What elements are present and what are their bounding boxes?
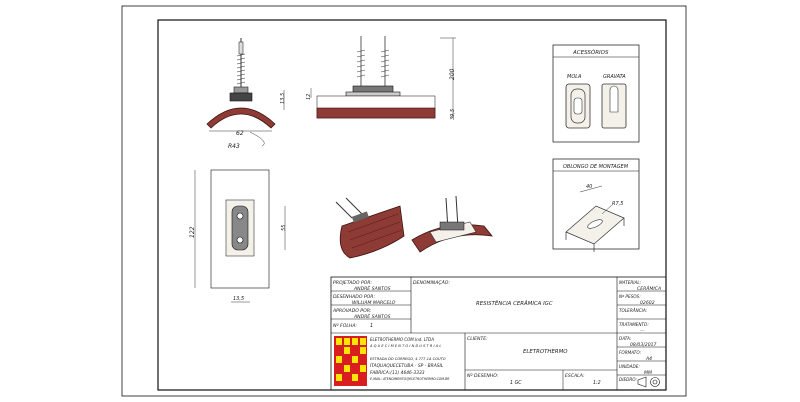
unidade-label: UNIDADE: (619, 364, 640, 369)
desenhado-label: DESENHADO POR: (333, 294, 375, 300)
oblong-panel: OBLONGO DE MONTAGEM 40 R7,5 (552, 158, 640, 252)
accessories-panel: ACESSÓRIOS MOLA GRAVATA (552, 44, 640, 143)
dim-55: 55 (281, 225, 287, 231)
dim-200: 200 (449, 68, 456, 80)
data-value: 08/03/2017 (630, 342, 657, 348)
data-label: DATA: (619, 336, 632, 341)
material-label: MATERIAL: (619, 280, 642, 285)
dim-39-5: 39,5 (450, 109, 456, 120)
escala-label: ESCALA: (565, 373, 585, 379)
dim-40: 40 (586, 184, 592, 190)
isometric-view-back (335, 197, 405, 259)
denominacao-value: RESISTÊNCIA CERÂMICA IGC (476, 299, 553, 307)
accessories-title: ACESSÓRIOS (572, 49, 609, 56)
company-name: ELETROTHERMO COM.Ind. LTDA (370, 337, 434, 342)
projetado-value: ANDRÉ SANTOS (353, 284, 391, 292)
tratamento-value: --- (640, 328, 645, 333)
formato-label: FORMATO: (619, 350, 642, 355)
dim-12: 12 (306, 94, 312, 100)
formato-value: A4 (645, 356, 652, 362)
folha-label: Nº FOLHA: (333, 323, 358, 329)
isometric-view-front (411, 195, 493, 253)
cliente-value: ELETROTHERMO (523, 349, 568, 355)
first-angle-projection-icon (637, 376, 660, 388)
company-email: E-MAIL: ATENDIMENTO@ELETROTHERMO.COM.BR (370, 377, 449, 381)
aprovado-value: ANDRÉ SANTOS (353, 312, 391, 320)
gravata-label: GRAVATA (603, 74, 626, 80)
mola-label: MOLA (567, 74, 582, 80)
front-view: 62 R43 13,5 (206, 38, 286, 150)
tolerancia-label: TOLERÂNCIA: (619, 308, 648, 313)
desenho-value: 1 GC (510, 380, 522, 386)
diedro-label: DIEDRO: (619, 377, 638, 382)
aprovado-label: APROVADO POR: (332, 308, 372, 314)
dim-13-5-top: 13,5 (280, 93, 286, 104)
projetado-label: PROJETADO POR: (333, 280, 373, 286)
tratamento-label: TRATAMENTO: (619, 322, 649, 327)
unidade-value: MM (644, 370, 652, 376)
escala-value: 1:2 (593, 380, 601, 386)
dim-r43: R43 (228, 143, 240, 150)
dim-62: 62 (236, 130, 244, 137)
desenho-label: Nº DESENHO: (467, 373, 499, 379)
pesos-value: 02602 (640, 300, 655, 306)
company-logo (334, 336, 367, 386)
cliente-label: CLIENTE: (467, 336, 488, 342)
title-block: PROJETADO POR: ANDRÉ SANTOS DESENHADO PO… (330, 276, 667, 391)
desenhado-value: WILLIAM MARCELO (352, 300, 396, 306)
pesos-label: Nº PESOS: (619, 294, 641, 299)
material-value: CERÂMICA (637, 285, 661, 292)
dim-r7-5: R7,5 (612, 201, 623, 207)
sheet-outer-border (121, 5, 687, 397)
denominacao-label: DENOMINAÇÃO: (413, 279, 450, 286)
company-address: ESTRADA DO CORREGO, 4.777-1A COUTO (370, 357, 446, 361)
company-city: ITAQUAQUECETUBA - SP - BRASIL (370, 363, 444, 369)
dim-13-5-bottom: 13,5 (233, 296, 244, 302)
company-tagline: A Q U E C I M E N T O I N D U S T R I A … (369, 344, 441, 348)
top-view: 122 55 13,5 (189, 169, 287, 303)
folha-value: 1 (370, 323, 373, 329)
company-phone: FABRICA:(11) 4646-3333 (370, 370, 425, 376)
oblong-title: OBLONGO DE MONTAGEM (563, 164, 629, 170)
side-view: 200 39,5 12 (306, 36, 456, 120)
dim-122: 122 (189, 226, 196, 238)
